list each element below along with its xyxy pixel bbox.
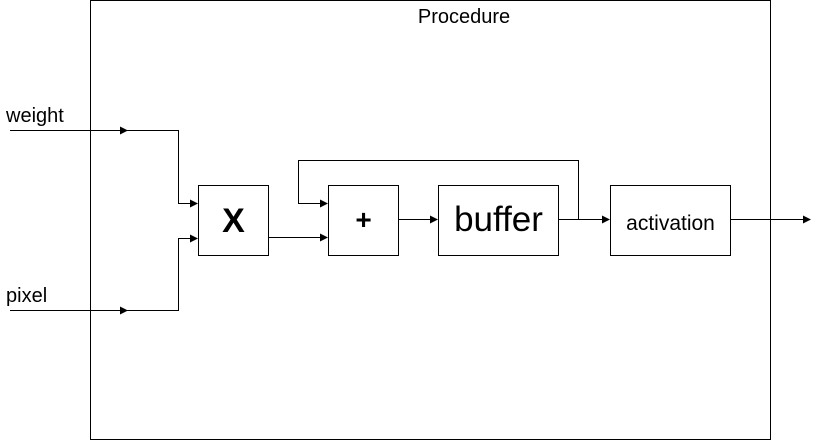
weight-mid-arrow (120, 126, 128, 135)
output-arrow (803, 215, 811, 224)
pixel-mid-arrow (120, 306, 128, 315)
add-block (328, 185, 399, 256)
multiply-block (198, 185, 269, 256)
feedback-wire (298, 160, 579, 220)
feedback-to-add-arrow (320, 199, 328, 208)
pixel-wire (10, 238, 193, 311)
pixel-to-multiply-arrow (190, 234, 198, 243)
weight-wire (10, 130, 193, 204)
add-label: + (355, 204, 371, 235)
weight-input-label: weight (5, 105, 64, 127)
add-to-buffer-arrow (430, 215, 438, 224)
weight-to-multiply-arrow (190, 199, 198, 208)
buffer-to-activation-arrow (602, 215, 610, 224)
activation-label: activation (626, 212, 715, 235)
multiply-to-add-arrow (320, 233, 328, 242)
multiply-label: X (222, 202, 245, 240)
buffer-block (438, 185, 559, 256)
buffer-label: buffer (454, 200, 543, 239)
activation-block (610, 185, 731, 256)
procedure-title: Procedure (418, 6, 510, 28)
pixel-input-label: pixel (6, 285, 47, 307)
